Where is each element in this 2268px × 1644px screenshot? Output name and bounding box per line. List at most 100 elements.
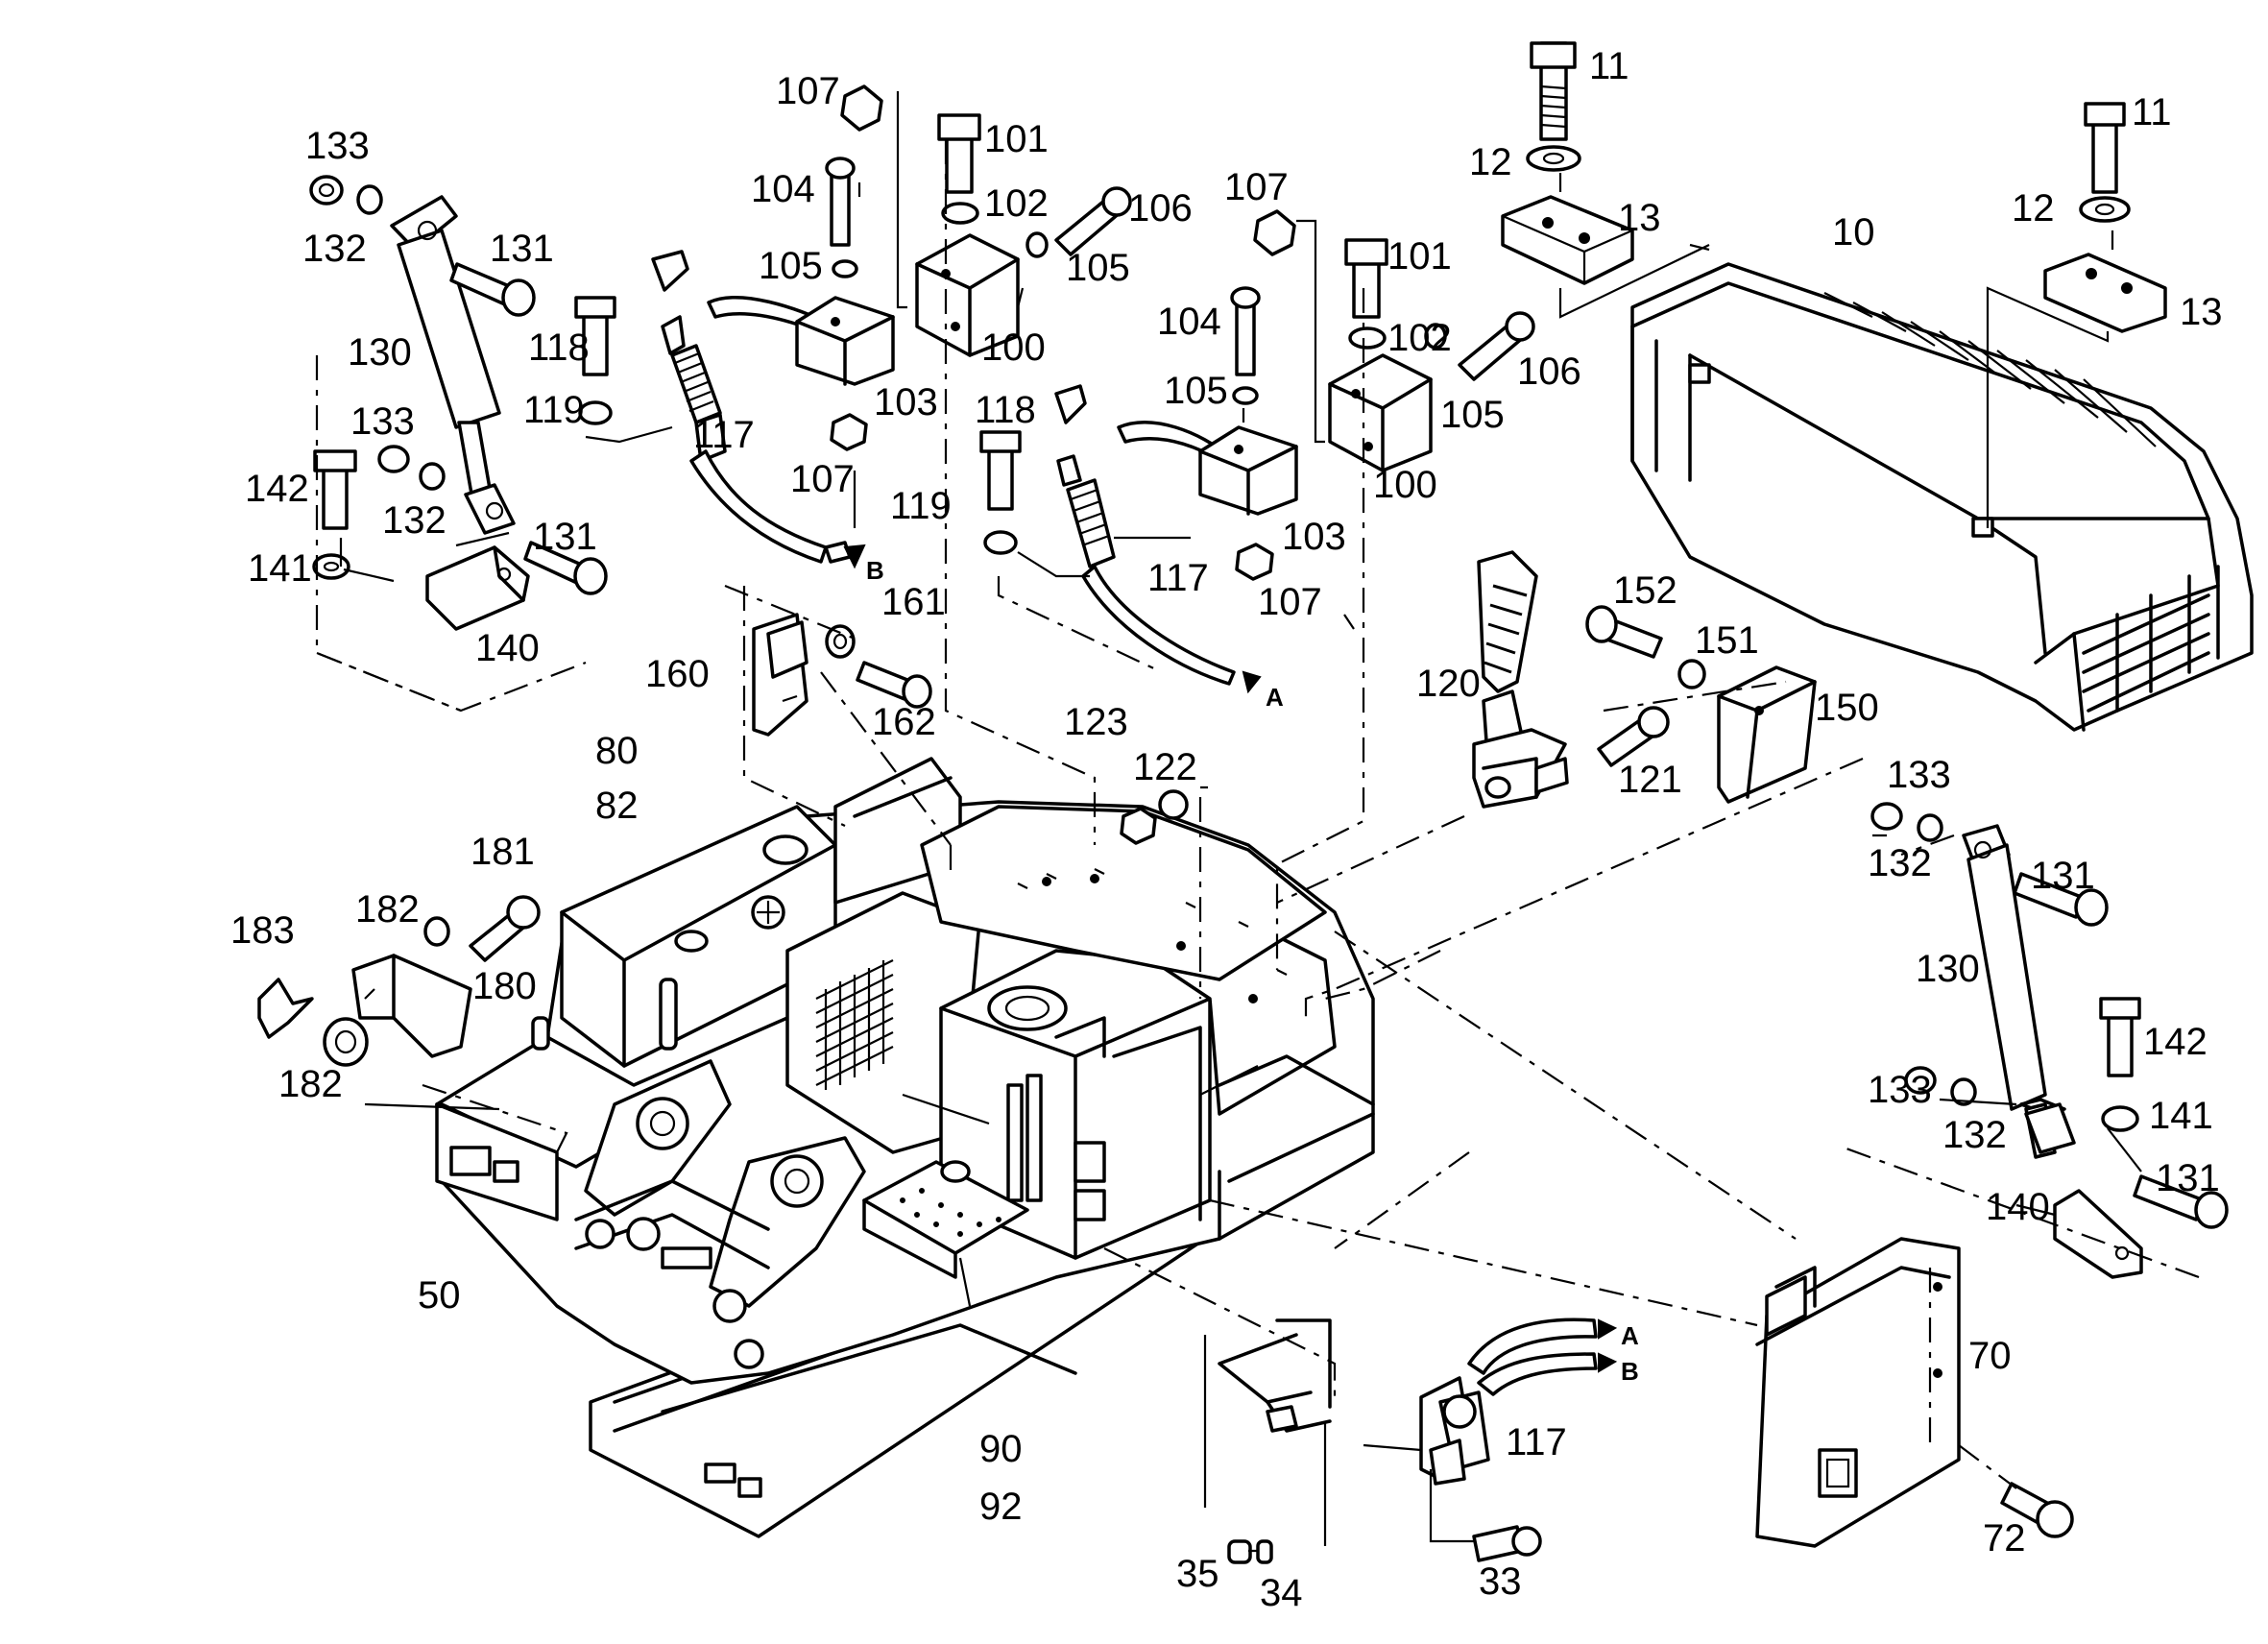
- label-131: 131: [490, 228, 554, 270]
- lever-assembly-right: [1054, 384, 1262, 694]
- step-plate: [862, 1160, 1029, 1255]
- label-161: 161: [881, 581, 946, 623]
- bracket-100-right: [1328, 353, 1433, 472]
- label-131: 131: [533, 516, 597, 558]
- label-100: 100: [1373, 464, 1437, 506]
- bracket-103-left: [795, 296, 895, 386]
- hose-end-labels: B A A B: [866, 556, 1639, 1386]
- label-119: 119: [523, 389, 585, 431]
- hose-end-b-upper: B: [866, 556, 884, 585]
- label-120: 120: [1416, 663, 1481, 705]
- label-13: 13: [2180, 291, 2223, 333]
- label-102: 102: [984, 182, 1049, 225]
- hose-valve-lower: [1363, 1318, 1618, 1562]
- door-latch: [1818, 1448, 1858, 1498]
- label-10: 10: [1832, 211, 1875, 254]
- label-117: 117: [1147, 557, 1209, 599]
- label-11: 11: [2132, 91, 2172, 133]
- label-130: 130: [348, 331, 412, 374]
- label-122: 122: [1133, 746, 1197, 788]
- label-11: 11: [1589, 45, 1629, 87]
- part-labels: 107 101 104 102 106 105 105 100 103 107 …: [230, 45, 2223, 1614]
- label-151: 151: [1695, 619, 1759, 662]
- label-106: 106: [1517, 351, 1581, 393]
- label-141: 141: [2149, 1095, 2213, 1137]
- label-133: 133: [1887, 754, 1951, 796]
- label-92: 92: [979, 1486, 1023, 1528]
- washer-34: [1256, 1539, 1273, 1564]
- chassis-frame: [435, 757, 1375, 1538]
- label-105: 105: [1440, 394, 1505, 436]
- label-182: 182: [278, 1063, 343, 1105]
- label-82: 82: [595, 785, 639, 827]
- label-70: 70: [1968, 1335, 2012, 1377]
- label-12: 12: [2012, 187, 2055, 230]
- label-140: 140: [475, 627, 540, 669]
- label-132: 132: [302, 228, 367, 270]
- latch-120: [1472, 550, 1569, 809]
- label-90: 90: [979, 1428, 1023, 1470]
- label-123: 123: [1064, 701, 1128, 743]
- hose-lower-a: [1467, 1318, 1598, 1375]
- hardware: [257, 85, 2229, 1279]
- cover-160: [752, 613, 808, 737]
- label-104: 104: [1157, 301, 1221, 343]
- washer-12-right: [2079, 196, 2131, 223]
- label-181: 181: [470, 831, 535, 873]
- label-50: 50: [418, 1274, 461, 1317]
- label-119: 119: [890, 485, 952, 527]
- label-101: 101: [984, 118, 1049, 160]
- wing-nut-183: [257, 978, 314, 1039]
- label-117: 117: [693, 414, 755, 456]
- label-33: 33: [1479, 1560, 1522, 1603]
- plate-13-right: [2043, 253, 2167, 333]
- label-160: 160: [645, 653, 710, 695]
- nut-35: [1227, 1539, 1252, 1564]
- label-102: 102: [1387, 317, 1452, 359]
- label-118: 118: [975, 389, 1036, 431]
- lever-assembly-left: [651, 250, 866, 569]
- label-117: 117: [1506, 1421, 1567, 1463]
- gas-spring-left: [390, 195, 516, 535]
- hood-mount-right: [2043, 102, 2167, 333]
- grille-slots: [815, 959, 894, 1090]
- label-140: 140: [1986, 1186, 2050, 1228]
- label-142: 142: [245, 468, 309, 510]
- label-72: 72: [1983, 1517, 2026, 1559]
- label-101: 101: [1387, 235, 1452, 278]
- hose-end-a-upper: A: [1266, 683, 1284, 712]
- label-105: 105: [759, 245, 823, 287]
- label-121: 121: [1618, 759, 1682, 801]
- plate-13-left: [1501, 195, 1634, 285]
- side-door: [1755, 1237, 1961, 1548]
- label-130: 130: [1916, 948, 1980, 990]
- assembly-lines: [315, 139, 2200, 1489]
- bolt-72: [2000, 1482, 2074, 1538]
- bracket-140-right: [2053, 1189, 2143, 1279]
- bracket-100-left: [915, 233, 1020, 357]
- leader-lines: [339, 91, 2142, 1307]
- gas-spring-right: [1962, 824, 2076, 1159]
- label-131: 131: [2156, 1157, 2220, 1199]
- label-105: 105: [1066, 247, 1130, 289]
- hose-end-b-lower: B: [1621, 1357, 1639, 1386]
- label-133: 133: [350, 400, 415, 443]
- label-182: 182: [355, 888, 420, 931]
- label-142: 142: [2143, 1021, 2208, 1063]
- step-tread: [900, 1188, 1001, 1237]
- label-107: 107: [790, 458, 855, 500]
- label-34: 34: [1260, 1572, 1303, 1614]
- label-105: 105: [1164, 370, 1228, 412]
- boom-mount-right: [709, 1136, 866, 1308]
- hose-lower-b: [1477, 1352, 1598, 1396]
- label-152: 152: [1613, 569, 1677, 612]
- label-107: 107: [1224, 166, 1289, 208]
- label-13: 13: [1618, 197, 1661, 239]
- label-103: 103: [1282, 516, 1346, 558]
- label-133: 133: [1868, 1069, 1932, 1111]
- bracket-103-right: [1198, 425, 1298, 516]
- label-132: 132: [1868, 842, 1932, 884]
- hood-mount-left: [1501, 41, 1634, 285]
- label-35: 35: [1176, 1553, 1219, 1595]
